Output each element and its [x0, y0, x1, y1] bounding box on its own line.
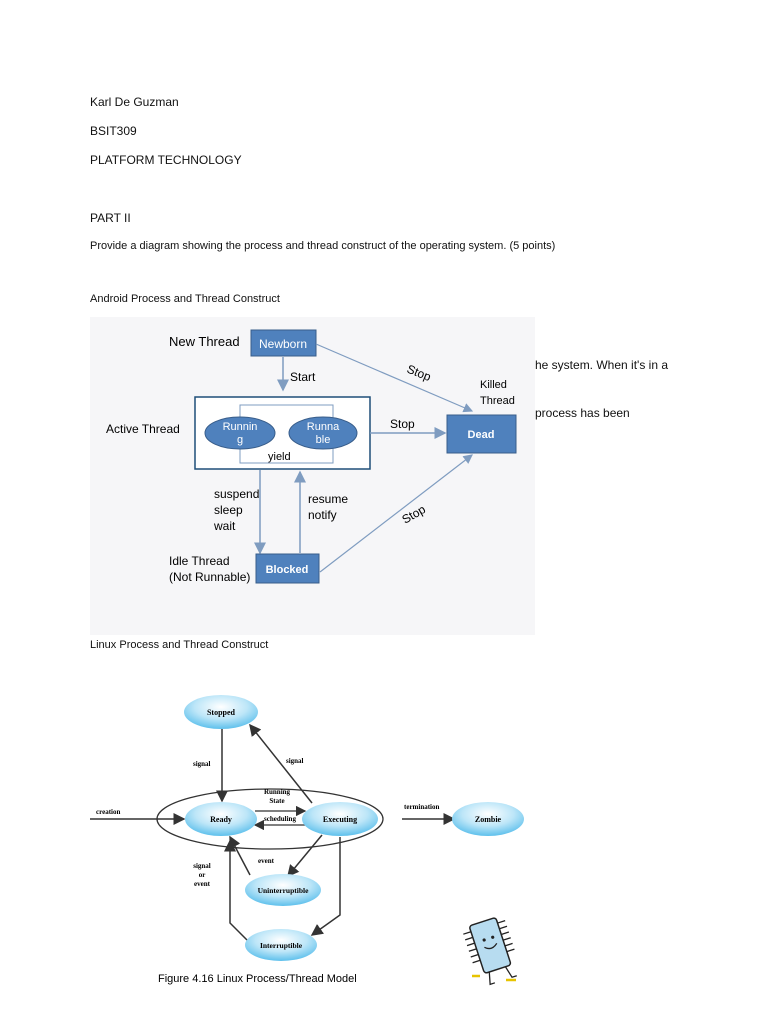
dead-label: Dead: [468, 429, 495, 441]
yield-label: yield: [268, 451, 291, 463]
stop-label-middle: Stop: [390, 417, 415, 431]
stop-arrow-bottom: [319, 454, 473, 573]
executing-label: Executing: [323, 815, 357, 824]
idle-thread-label-line2: (Not Runnable): [169, 570, 250, 584]
runnable-label-line2: ble: [316, 434, 331, 446]
stop-arrow-top: [315, 343, 474, 413]
start-label: Start: [290, 370, 316, 384]
dead-box: [446, 414, 517, 454]
killed-label-line1: Killed: [480, 379, 507, 391]
signal-or-event-label-line3: event: [194, 880, 211, 888]
signal-label-left: signal: [193, 760, 211, 768]
interruptible-label: Interruptible: [260, 941, 303, 950]
running-ellipse: [204, 416, 276, 450]
interruptible-node: [245, 929, 317, 961]
stopped-label: Stopped: [207, 708, 236, 717]
figure-caption: Figure 4.16 Linux Process/Thread Model: [158, 973, 357, 985]
zombie-node: [452, 802, 524, 836]
course-section: BSIT309: [90, 124, 137, 138]
running-label-line1: Runnin: [223, 421, 258, 433]
resume-label: resume: [308, 492, 348, 506]
new-thread-label: New Thread: [169, 334, 240, 349]
signal-label-right: signal: [286, 757, 304, 765]
suspend-label: suspend: [214, 487, 259, 501]
event-arrow: [229, 835, 251, 876]
overflow-text-line2: process has been: [535, 406, 630, 420]
notify-label: notify: [308, 508, 337, 522]
android-caption: Android Process and Thread Construct: [90, 293, 280, 305]
yield-path: [239, 445, 334, 464]
executing-to-interruptible-arrow: [310, 837, 341, 936]
overflow-text-line1: he system. When it's in a: [535, 358, 669, 372]
zombie-label: Zombie: [475, 815, 502, 824]
runnable-label-line1: Runna: [307, 421, 340, 433]
scheduling-label: scheduling: [264, 815, 296, 823]
sleep-label: sleep: [214, 503, 243, 517]
ready-node: [185, 802, 257, 836]
newborn-box: [250, 329, 317, 357]
executing-to-uninterruptible-arrow: [287, 834, 323, 878]
running-to-runnable-path: [239, 404, 334, 420]
event-label: event: [258, 857, 275, 865]
signal-arrow-right: [249, 723, 313, 804]
wait-label: wait: [213, 519, 236, 533]
uninterruptible-node: [245, 874, 321, 906]
idle-thread-label-line1: Idle Thread: [169, 554, 230, 568]
killed-label-line2: Thread: [480, 395, 515, 407]
stopped-node: [184, 695, 258, 729]
creation-label: creation: [96, 808, 120, 816]
runnable-ellipse: [288, 416, 358, 450]
running-label-line2: g: [237, 434, 243, 446]
signal-or-event-label-line1: signal: [193, 862, 211, 870]
signal-or-event-label-line2: or: [199, 871, 206, 879]
active-thread-label: Active Thread: [106, 422, 180, 436]
ready-label: Ready: [210, 815, 232, 824]
linux-thread-diagram: Stopped Ready Executing Zombie Uninterru…: [90, 683, 535, 990]
uninterruptible-label: Uninterruptible: [258, 886, 310, 895]
running-state-label-line1: Running: [264, 788, 291, 796]
running-state-label-line2: State: [269, 797, 284, 805]
linux-caption: Linux Process and Thread Construct: [90, 639, 269, 651]
android-diagram-background: [90, 317, 535, 635]
smiling-chip-sticker-icon: [462, 912, 522, 990]
author-name: Karl De Guzman: [90, 95, 179, 109]
question-instruction: Provide a diagram showing the process an…: [90, 240, 556, 252]
newborn-label: Newborn: [259, 337, 307, 351]
course-title: PLATFORM TECHNOLOGY: [90, 153, 242, 167]
blocked-label: Blocked: [266, 564, 309, 576]
executing-node: [302, 802, 378, 836]
termination-label: termination: [404, 803, 439, 811]
signal-or-event-arrow: [224, 839, 251, 944]
part-title: PART II: [90, 211, 131, 225]
android-thread-diagram: New Thread Newborn Start Stop Killed Thr…: [90, 317, 535, 635]
blocked-box: [255, 553, 320, 584]
